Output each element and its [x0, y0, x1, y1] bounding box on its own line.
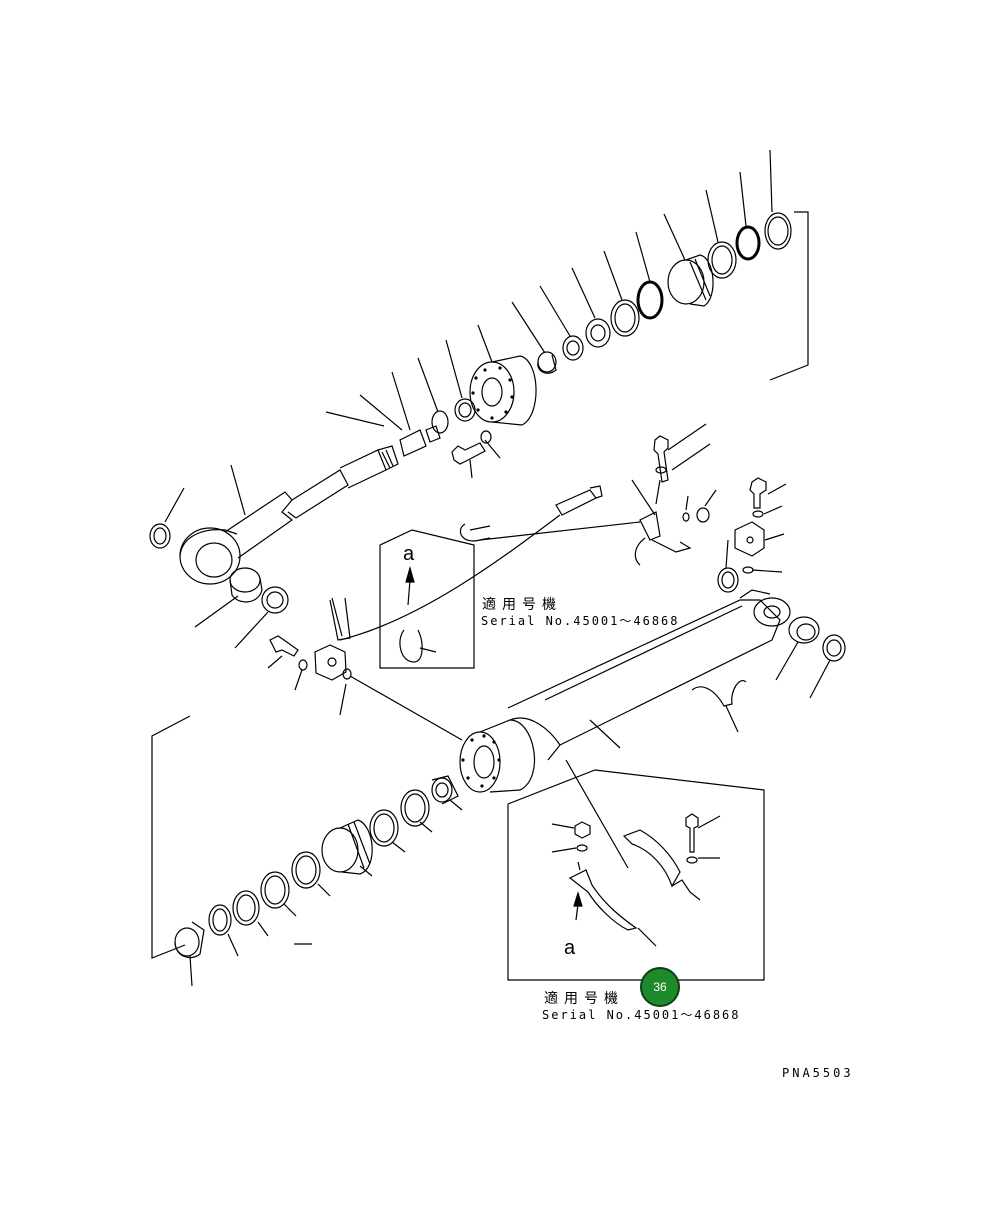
- lower-ring-3: [291, 851, 321, 889]
- inset-clamp-b: [622, 829, 681, 888]
- inset-box-top: [379, 529, 475, 669]
- piping-and-brackets: [267, 423, 787, 716]
- inset-bolt: [685, 813, 699, 853]
- inset-top-serial-label: Serial No.45001～46868: [481, 614, 680, 628]
- head-washer: [480, 430, 492, 444]
- lower-ring-5: [232, 890, 260, 926]
- inset-clamp-a: [568, 869, 638, 931]
- pipe-bracket: [639, 511, 661, 541]
- band-clamp: [691, 680, 747, 707]
- hydraulic-pipe: [339, 514, 561, 641]
- pipe-flange: [314, 644, 347, 681]
- piston-o-ring: [735, 225, 761, 261]
- rod-dust-seal: [149, 523, 171, 549]
- ring: [610, 299, 640, 337]
- block-bolt: [749, 477, 767, 509]
- lower-ring-2: [369, 809, 399, 847]
- wear-ring: [454, 398, 476, 422]
- lower-ring-4: [260, 871, 290, 909]
- u-clamp: [459, 523, 491, 542]
- piston-rod: [224, 491, 293, 559]
- valve-block: [734, 521, 765, 557]
- tube-bushing: [788, 616, 820, 644]
- lower-nut: [431, 777, 453, 803]
- flange-o-ring: [342, 668, 352, 680]
- lower-piston: [321, 827, 359, 873]
- inset-nut: [574, 821, 591, 839]
- head-bolt: [451, 442, 486, 465]
- inset-bottom-ref-letter: a: [564, 937, 576, 959]
- inset-top-ref-letter: a: [403, 543, 415, 565]
- piston-rod-assembly: [149, 371, 441, 649]
- frame-lines: [151, 211, 809, 959]
- tube-dust-seal: [717, 567, 739, 593]
- o-ring: [636, 280, 664, 320]
- seal-ring: [261, 586, 289, 614]
- lower-ring-6: [208, 904, 232, 936]
- tube-eye: [753, 597, 791, 627]
- piston-ring: [707, 241, 737, 279]
- cylinder-head: [469, 361, 515, 423]
- inset-bottom-serial-label: Serial No.45001～46868: [542, 1008, 741, 1022]
- block-o-ring: [742, 566, 754, 574]
- bushing: [229, 567, 261, 593]
- backup-ring: [764, 212, 792, 250]
- inset-bottom-applicable-label: 適用号機: [544, 991, 624, 1007]
- bracket-bolt: [653, 435, 669, 483]
- bracket-washer: [655, 466, 667, 474]
- callout-badge-36[interactable]: 36: [640, 967, 680, 1007]
- lock-nut: [585, 318, 611, 348]
- lower-ring-1: [400, 789, 430, 827]
- head-seal-parts: [174, 775, 463, 987]
- bracket-nut: [696, 507, 710, 523]
- piston-nut: [562, 335, 584, 361]
- flange-bolt: [269, 635, 299, 657]
- drawing-code: PNA5503: [782, 1066, 854, 1080]
- cylinder-tube: [349, 539, 846, 869]
- tube-seal: [822, 634, 846, 662]
- flange-washer: [298, 659, 308, 671]
- inset-box-bottom: [507, 769, 765, 981]
- inset-top-applicable-label: 適用号機: [482, 597, 562, 613]
- snap-ring: [431, 410, 449, 434]
- piston-head-parts: [417, 149, 792, 479]
